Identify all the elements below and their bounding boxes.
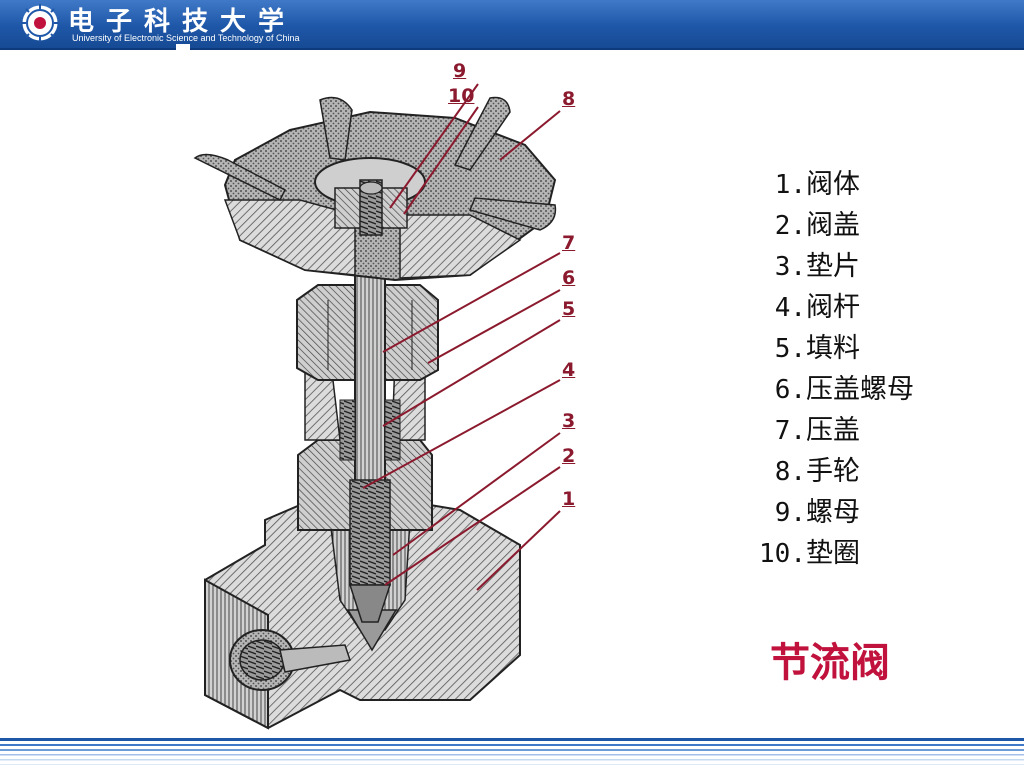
list-item: 2.阀盖 (774, 210, 860, 241)
university-name-en: University of Electronic Science and Tec… (72, 33, 300, 43)
list-item: 6.压盖螺母 (774, 374, 914, 405)
callout-1: 1 (562, 488, 576, 510)
list-item: 9.螺母 (774, 497, 860, 528)
list-item: 3.垫片 (774, 251, 860, 282)
callout-5: 5 (562, 298, 576, 320)
callout-4: 4 (562, 359, 576, 381)
footer-stripes (0, 738, 1024, 765)
list-item: 7.压盖 (774, 415, 860, 446)
list-item: 5.填料 (774, 333, 860, 364)
university-name-cn: 电子科技大学 (68, 7, 297, 37)
university-logo-icon (21, 4, 59, 42)
header-bar: 电子科技大学 University of Electronic Science … (0, 0, 1024, 50)
callout-3: 3 (562, 410, 576, 432)
list-item: 10.垫圈 (759, 538, 860, 569)
handwheel (193, 96, 557, 282)
callout-6: 6 (562, 267, 576, 289)
list-item: 4.阀杆 (774, 292, 860, 323)
header-notch (176, 44, 190, 52)
parts-list: 1.阀体 2.阀盖 3.垫片 4.阀杆 5.填料 6.压盖螺母 7.压盖 8.手… (748, 164, 914, 574)
callout-7: 7 (562, 232, 576, 254)
slide-title: 节流阀 (770, 640, 890, 686)
callout-10: 10 (448, 85, 475, 107)
leader-lines (362, 83, 561, 591)
callout-8: 8 (562, 88, 576, 110)
list-item: 1.阀体 (774, 169, 860, 200)
callout-9: 9 (453, 60, 467, 82)
callout-2: 2 (562, 445, 576, 467)
list-item: 8.手轮 (774, 456, 860, 487)
